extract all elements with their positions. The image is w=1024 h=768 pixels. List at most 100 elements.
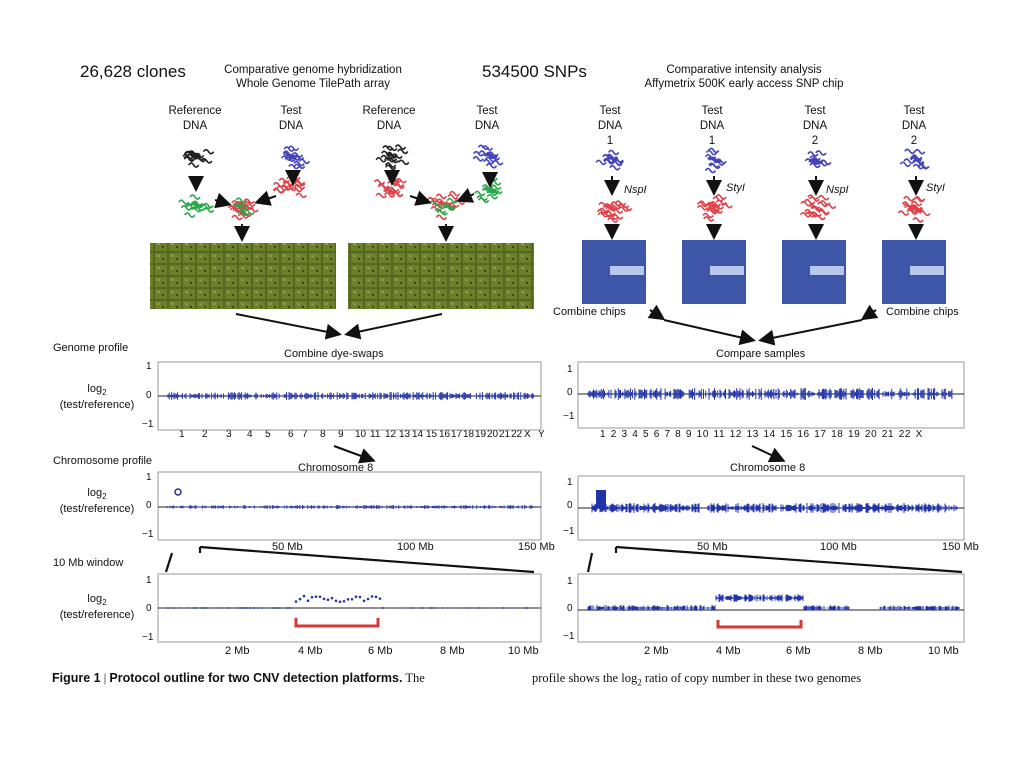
genome-segment <box>397 392 411 400</box>
zoom-line <box>586 552 594 573</box>
genome-segment <box>882 388 895 400</box>
genome-segment <box>351 392 366 400</box>
window-label: 10 Mb window <box>53 557 124 569</box>
ytick: 0 <box>146 603 152 614</box>
dna-blob <box>704 147 727 174</box>
clones-count: 26,628 clones <box>80 62 186 81</box>
mb-tick: 50 Mb <box>272 541 303 553</box>
chromosome-8-title-right: Chromosome 8 <box>730 462 806 474</box>
y-axis-label-window: log2 (test/reference) <box>59 593 135 622</box>
mb-tick: 2 Mb <box>644 645 669 657</box>
plot-data <box>158 388 964 629</box>
chrom-tick: X <box>524 429 531 440</box>
dna-blob <box>232 197 255 217</box>
genome-segment <box>708 388 726 400</box>
dna-blob <box>373 177 407 199</box>
mb-tick: 100 Mb <box>820 541 857 553</box>
ytick: −1 <box>563 526 575 537</box>
chrom-tick: 14 <box>412 429 424 440</box>
flow-arrows <box>188 170 924 464</box>
genome-segment <box>638 388 662 400</box>
gain-bracket-left <box>294 618 380 628</box>
dna-blob <box>272 174 307 199</box>
dna-blob <box>696 194 733 222</box>
genome-segment <box>897 388 910 400</box>
chrom-tick: 7 <box>302 429 308 440</box>
genome-segment <box>728 388 744 400</box>
genome-segment <box>850 388 864 400</box>
genome-segment <box>317 392 335 400</box>
genome-segment <box>912 388 925 400</box>
dna-blob <box>897 195 931 223</box>
compare-samples: Compare samples <box>716 348 806 360</box>
ytick: −1 <box>563 631 575 642</box>
mb-tick: 8 Mb <box>440 645 465 657</box>
ytick: 1 <box>567 364 573 375</box>
mb-tick: 8 Mb <box>858 645 883 657</box>
window-profile <box>587 605 716 611</box>
combine-chips-right: Combine chips <box>886 306 959 318</box>
window-profile <box>379 607 528 609</box>
window-gain <box>715 594 804 602</box>
plot-panels <box>150 240 965 643</box>
enzyme-sty-2: StyI <box>926 182 945 194</box>
zoom-line <box>615 545 963 574</box>
genome-segment <box>473 392 485 400</box>
genome-segment <box>425 392 437 400</box>
mb-tick: 150 Mb <box>942 541 979 553</box>
dna-blob <box>182 148 215 168</box>
chrom-tick: 2 <box>202 429 208 440</box>
enzyme-sty-1: StyI <box>726 182 745 194</box>
dna-blob <box>899 148 930 170</box>
ytick: 0 <box>146 390 152 401</box>
mb-tick: 2 Mb <box>225 645 250 657</box>
genome-segment <box>383 392 397 400</box>
arrow <box>214 192 232 209</box>
ytick: 0 <box>567 603 573 614</box>
genome-segment <box>167 392 187 400</box>
dna-blob <box>472 144 504 169</box>
genome-segment <box>764 388 780 400</box>
enzyme-nsp-1: NspI <box>624 184 647 196</box>
gain-bracket-right <box>716 620 803 629</box>
chrom-profile <box>591 503 700 513</box>
genome-segment <box>497 392 509 400</box>
chrom-tick: 16 <box>439 429 451 440</box>
genome-segment <box>335 392 350 400</box>
tilepath-array-2 <box>348 243 534 309</box>
figure-caption-left: Figure 1 | Protocol outline for two CNV … <box>52 671 425 685</box>
ytick: 0 <box>567 500 573 511</box>
genome-segment <box>587 388 612 400</box>
genome-segment <box>834 388 848 400</box>
genome-segment <box>259 392 280 400</box>
arrow <box>758 319 863 346</box>
arrow <box>333 445 376 464</box>
y-axis-label-genome: log2 (test/reference) <box>59 383 135 412</box>
chrom-tick: 6 <box>288 429 294 440</box>
genome-segment <box>485 392 497 400</box>
chromosome-8-title-left: Chromosome 8 <box>298 462 374 474</box>
arrow <box>647 304 666 321</box>
genome-segment <box>449 392 461 400</box>
ytick: −1 <box>563 411 575 422</box>
genome-segment <box>367 392 382 400</box>
chrom-tick: 22 <box>511 429 523 440</box>
genome-segment <box>663 388 685 400</box>
ytick: 1 <box>146 575 152 586</box>
arrow <box>409 190 432 206</box>
dna-blob <box>804 150 832 169</box>
genome-segment <box>237 392 258 400</box>
genome-segment <box>509 392 522 400</box>
chrom-tick: 11 <box>370 429 381 440</box>
mb-tick: 10 Mb <box>508 645 539 657</box>
genome-segment <box>782 389 798 399</box>
window-profile <box>879 605 960 611</box>
dna-blob <box>178 194 215 218</box>
genome-segment <box>189 392 213 400</box>
arrow <box>663 319 756 346</box>
